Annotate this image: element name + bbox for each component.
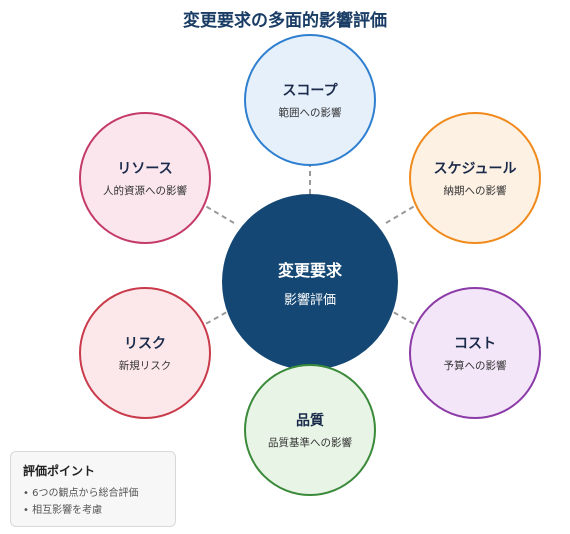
node-resource: リソース 人的資源への影響 [79,112,211,244]
node-schedule: スケジュール 納期への影響 [409,112,541,244]
connector-risk [201,307,235,327]
evaluation-points-box: 評価ポイント • 6つの観点から総合評価 • 相互影響を考慮 [10,451,176,527]
node-schedule-sub: 納期への影響 [443,185,507,197]
node-resource-sub: 人的資源への影響 [103,185,187,197]
diagram-title: 変更要求の多面的影響評価 [183,11,387,31]
node-quality-label: 品質 [296,413,324,429]
connector-schedule [385,203,419,224]
node-quality: 品質 品質基準への影響 [244,364,376,496]
node-cost-sub: 予算への影響 [443,360,507,372]
connector-resource [201,203,235,224]
node-risk-sub: 新規リスク [118,360,172,372]
node-risk-label: リスク [124,336,166,352]
evaluation-points-title: 評価ポイント [23,464,96,478]
center-node-label: 変更要求 [277,260,342,280]
node-cost: コスト 予算への影響 [409,287,541,419]
node-scope-sub: 範囲への影響 [278,107,342,119]
connector-cost [385,307,419,327]
node-resource-label: リソース [117,161,173,177]
node-scope-label: スコープ [282,83,338,99]
evaluation-point-item: • 6つの観点から総合評価 [23,488,139,499]
node-risk: リスク 新規リスク [79,287,211,419]
node-schedule-label: スケジュール [433,161,517,177]
center-node-sub: 影響評価 [283,292,336,308]
center-node: 変更要求 影響評価 [222,194,398,370]
node-quality-sub: 品質基準への影響 [268,437,352,449]
node-scope: スコープ 範囲への影響 [244,34,376,166]
evaluation-point-item: • 相互影響を考慮 [23,505,103,516]
node-cost-label: コスト [454,336,496,352]
